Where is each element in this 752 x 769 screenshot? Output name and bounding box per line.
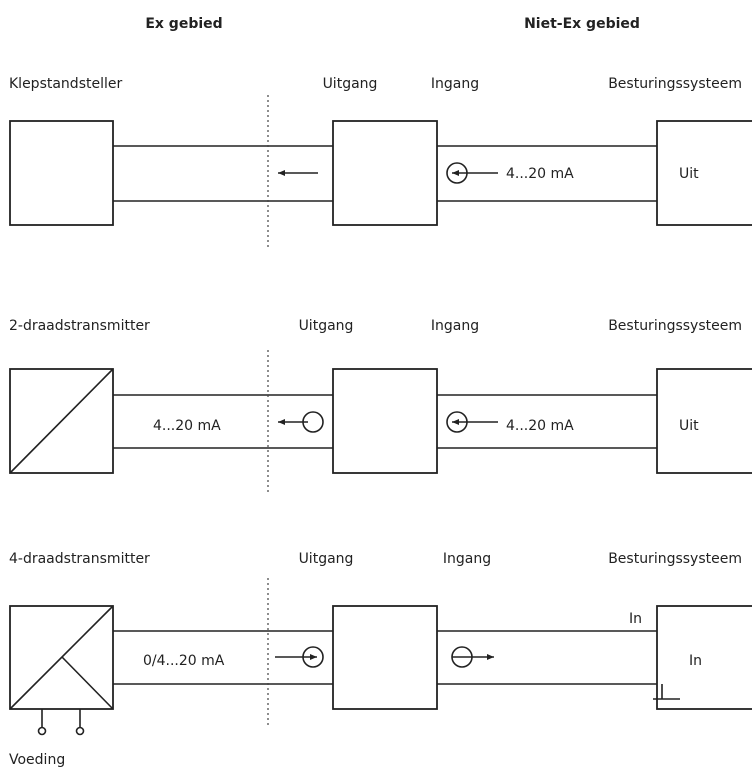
- ex-area-header: Ex gebied: [145, 16, 222, 32]
- control-system-label: Besturingssysteem: [608, 551, 742, 567]
- non-ex-area-header: Niet-Ex gebied: [524, 16, 640, 32]
- isolator-box: [332, 605, 438, 710]
- device-label: 2-draadstransmitter: [9, 318, 150, 334]
- control-system-box: [656, 605, 752, 710]
- diagram-valve-positioner: Klepstandsteller Uitgang Ingang Besturin…: [9, 76, 752, 250]
- power-label: Voeding: [9, 752, 65, 768]
- control-system-label: Besturingssysteem: [608, 76, 742, 92]
- input-label: Ingang: [431, 76, 479, 92]
- output-label: Uitgang: [299, 318, 354, 334]
- diagram-2-wire-transmitter: 2-draadstransmitter Uitgang Ingang Bestu…: [9, 318, 752, 492]
- valve-positioner-box: [9, 120, 114, 226]
- output-label: Uitgang: [323, 76, 378, 92]
- power-terminal-icon: [75, 726, 85, 736]
- device-label: 4-draadstransmitter: [9, 551, 150, 567]
- diagram-4-wire-transmitter: 4-draadstransmitter Uitgang Ingang Bestu…: [9, 551, 752, 768]
- input-terminal-label: In: [629, 611, 642, 627]
- control-system-box: [656, 120, 752, 226]
- transmitter-branch: [61, 656, 114, 710]
- device-label: Klepstandsteller: [9, 76, 122, 92]
- isolator-box: [332, 120, 438, 226]
- control-input-label: In: [689, 653, 702, 669]
- output-label: Uitgang: [299, 551, 354, 567]
- control-system-label: Besturingssysteem: [608, 318, 742, 334]
- signal-label: 0/4...20 mA: [143, 653, 225, 669]
- power-terminal-icon: [37, 726, 47, 736]
- signal-label: 4...20 mA: [506, 418, 574, 434]
- input-label: Ingang: [431, 318, 479, 334]
- input-label: Ingang: [443, 551, 491, 567]
- signal-label: 4...20 mA: [153, 418, 221, 434]
- control-system-box: [656, 368, 752, 474]
- control-output-label: Uit: [679, 166, 699, 182]
- transmitter-diagonal: [9, 368, 114, 474]
- control-output-label: Uit: [679, 418, 699, 434]
- isolator-box: [332, 368, 438, 474]
- signal-label: 4...20 mA: [506, 166, 574, 182]
